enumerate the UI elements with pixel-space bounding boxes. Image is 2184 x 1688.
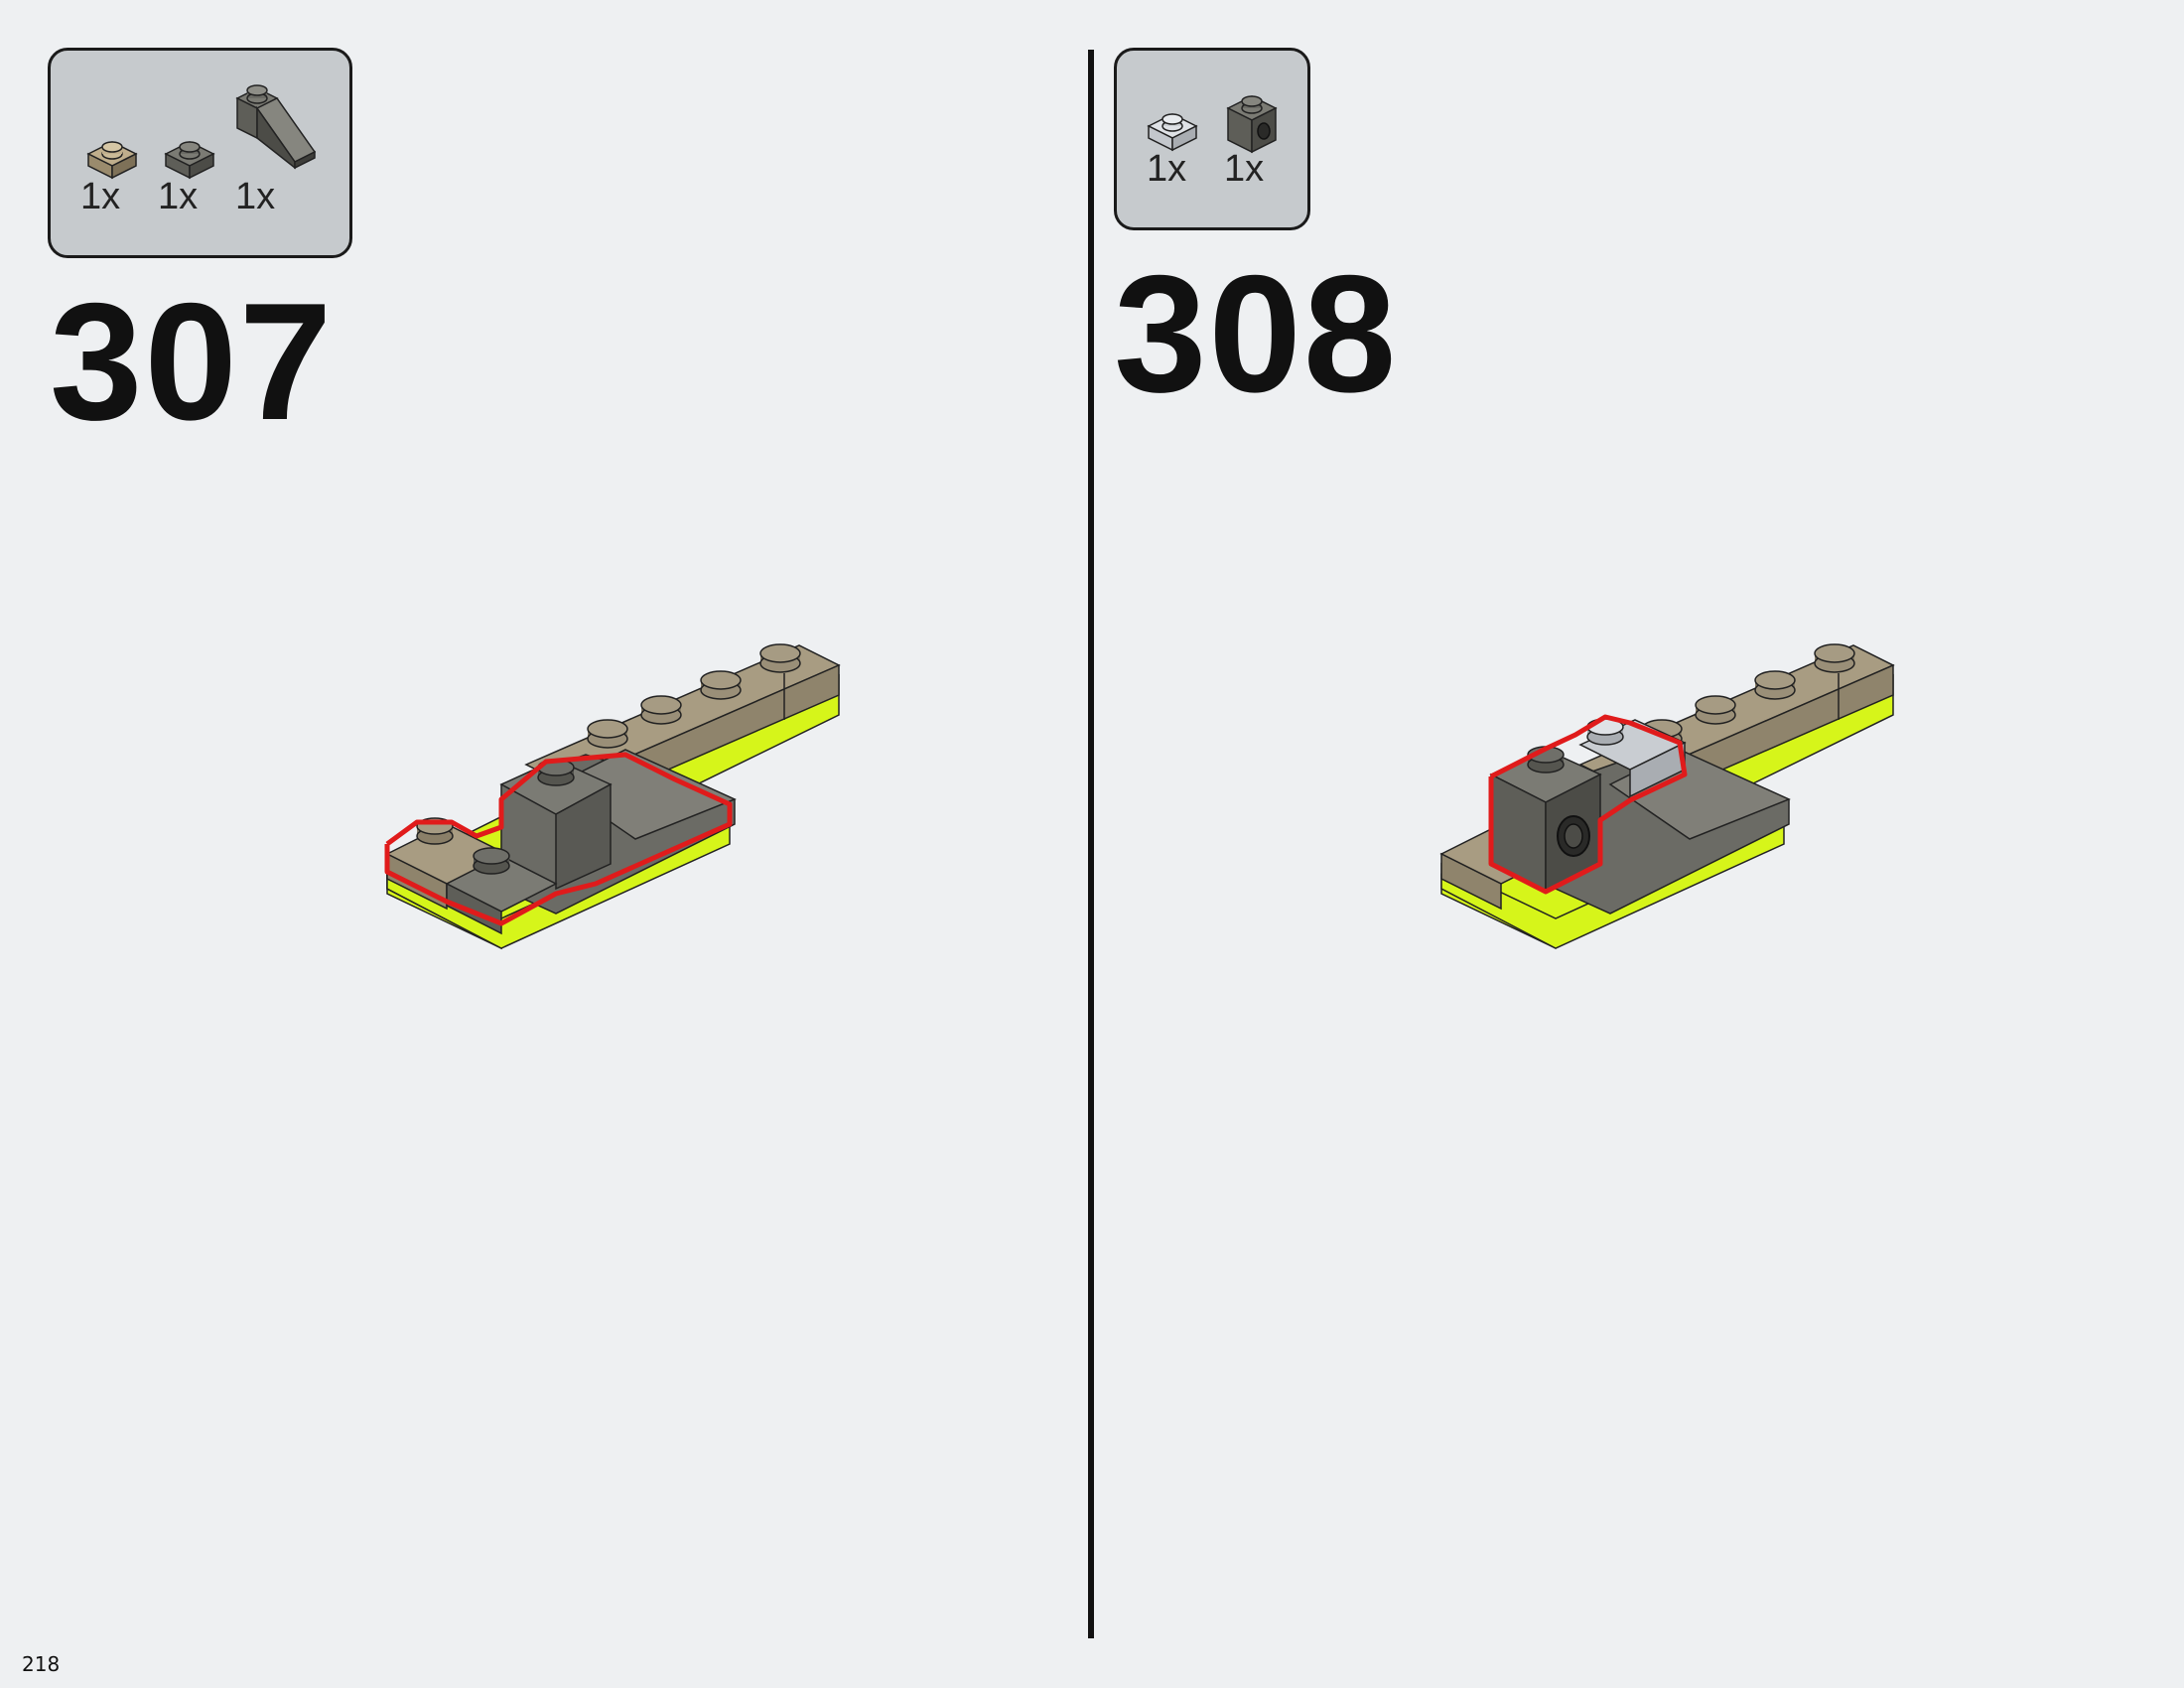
part-qty: 1x [80,176,121,217]
dark-gray-brick-with-hole-icon [1226,95,1278,154]
panel-divider [1088,50,1094,1638]
page-number: 218 [22,1652,61,1676]
parts-callout: 1x 1x 1x [48,48,352,258]
step-308-panel: 1x 1x 308 [1094,0,2184,1688]
part-qty: 1x [158,176,199,217]
part-qty: 1x [1147,148,1187,190]
dark-gray-slope-brick-icon [235,84,317,170]
step-307-panel: 1x 1x 1x 307 [0,0,1090,1688]
light-gray-plate-1x1-icon [1147,113,1198,152]
part-qty: 1x [1224,148,1265,190]
step-308-model-illustration [1439,643,1895,949]
step-number: 308 [1114,240,1399,427]
tan-plate-1x1-icon [86,141,138,180]
part-qty: 1x [235,176,276,217]
step-307-model-illustration [384,643,841,950]
parts-callout: 1x 1x [1114,48,1310,230]
step-number: 307 [50,268,335,455]
dark-gray-plate-1x1-icon [164,141,215,180]
